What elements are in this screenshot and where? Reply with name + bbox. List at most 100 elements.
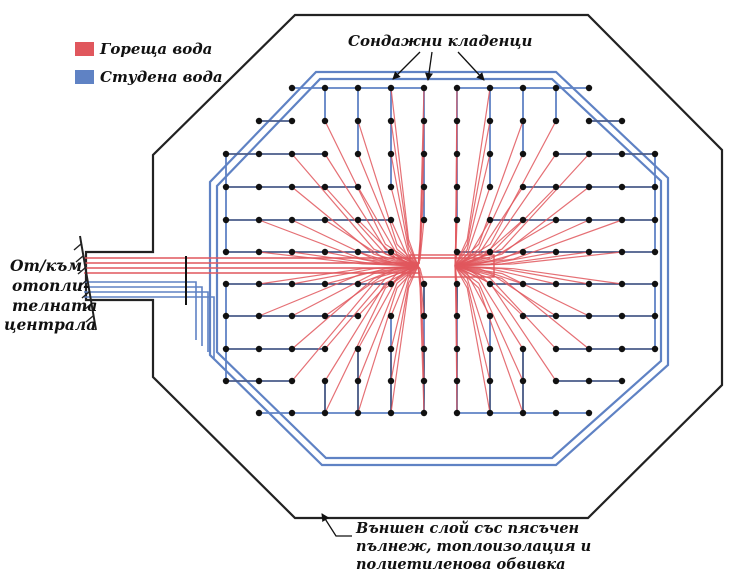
borehole-well xyxy=(420,216,428,224)
borehole-wells xyxy=(222,84,659,417)
hot-well-pipe xyxy=(357,120,419,267)
borehole-well xyxy=(222,216,230,224)
hot-well-pipe xyxy=(454,265,458,414)
borehole-well xyxy=(321,280,329,288)
borehole-well xyxy=(651,312,659,320)
borehole-well xyxy=(585,84,593,92)
borehole-well xyxy=(354,84,362,92)
hot-well-pipe xyxy=(454,265,491,382)
feed-pipe-bundle xyxy=(84,257,490,358)
hot-well-pipe xyxy=(454,87,491,267)
borehole-well xyxy=(288,409,296,417)
borehole-well xyxy=(288,117,296,125)
hot-well-pipe xyxy=(357,251,419,267)
borehole-well xyxy=(618,183,626,191)
borehole-well xyxy=(222,248,230,256)
borehole-well xyxy=(552,248,560,256)
hot-well-pipe xyxy=(454,265,590,350)
cold-feed-pipe xyxy=(84,291,209,352)
borehole-well xyxy=(552,280,560,288)
borehole-well xyxy=(387,117,395,125)
borehole-well xyxy=(387,84,395,92)
source-label-line-2: отопли- xyxy=(12,276,89,295)
borehole-well xyxy=(420,117,428,125)
hot-well-pipe xyxy=(454,219,491,267)
borehole-well xyxy=(519,409,527,417)
borehole-well xyxy=(618,117,626,125)
borehole-well xyxy=(519,377,527,385)
hot-well-pipe xyxy=(454,265,557,317)
borehole-well xyxy=(486,409,494,417)
borehole-well xyxy=(222,345,230,353)
source-label-line-4: централа xyxy=(4,315,96,334)
borehole-well xyxy=(453,84,461,92)
hot-well-pipe xyxy=(357,219,419,267)
borehole-well xyxy=(651,183,659,191)
hot-well-pipe xyxy=(454,251,458,267)
borehole-well xyxy=(486,248,494,256)
borehole-well xyxy=(321,183,329,191)
borehole-well xyxy=(552,377,560,385)
borehole-well xyxy=(288,150,296,158)
hot-well-pipe xyxy=(258,265,419,317)
borehole-well xyxy=(255,150,263,158)
borehole-well xyxy=(420,409,428,417)
borehole-well xyxy=(354,183,362,191)
borehole-well xyxy=(288,248,296,256)
borehole-well xyxy=(519,312,527,320)
borehole-well xyxy=(354,248,362,256)
wells-label: Сондажни кладенци xyxy=(348,32,532,50)
cold-ring-inner xyxy=(215,77,663,460)
borehole-well xyxy=(453,280,461,288)
borehole-well xyxy=(420,377,428,385)
borehole-well xyxy=(387,345,395,353)
outer-layer-label-line-2: пълнеж, топлоизолация и xyxy=(356,538,591,555)
source-hatch-line xyxy=(79,235,97,331)
borehole-well xyxy=(486,377,494,385)
hot-well-pipe xyxy=(454,265,524,382)
borehole-well xyxy=(585,409,593,417)
borehole-well xyxy=(486,150,494,158)
borehole-well xyxy=(651,345,659,353)
outer-layer-label-line-1: Външен слой със пясъчен xyxy=(355,520,579,537)
borehole-well xyxy=(585,345,593,353)
source-label-line-1: От/към xyxy=(10,256,82,275)
borehole-well xyxy=(420,183,428,191)
hot-well-pipe xyxy=(390,153,419,267)
borehole-well xyxy=(255,345,263,353)
borehole-well xyxy=(354,216,362,224)
borehole-well xyxy=(651,280,659,288)
borehole-well xyxy=(519,84,527,92)
borehole-well xyxy=(321,377,329,385)
borehole-well xyxy=(585,280,593,288)
borehole-well xyxy=(420,84,428,92)
borehole-well xyxy=(354,150,362,158)
borehole-well xyxy=(453,150,461,158)
borehole-well xyxy=(651,216,659,224)
hot-well-pipe xyxy=(390,219,419,267)
borehole-well xyxy=(288,84,296,92)
borehole-well xyxy=(552,345,560,353)
borehole-well xyxy=(354,409,362,417)
borehole-well xyxy=(387,216,395,224)
borehole-well xyxy=(618,377,626,385)
borehole-well xyxy=(321,150,329,158)
hot-well-pipe xyxy=(454,153,491,267)
hot-well-pipe xyxy=(454,265,590,317)
hot-well-pipe xyxy=(390,186,419,267)
borehole-well xyxy=(585,248,593,256)
hot-well-pipe xyxy=(390,87,419,267)
cold-feed-pipe xyxy=(84,286,203,346)
hot-well-pipe xyxy=(454,265,524,414)
borehole-well xyxy=(354,280,362,288)
hot-well-pipe xyxy=(291,186,419,267)
borehole-well xyxy=(321,117,329,125)
borehole-well xyxy=(453,117,461,125)
outer-layer-label-line-3: полиетиленова обвивка xyxy=(356,556,565,573)
legend-hot-swatch xyxy=(75,42,94,56)
hot-well-pipe xyxy=(417,265,425,414)
borehole-well xyxy=(321,409,329,417)
outer-layer-pointer xyxy=(321,513,352,537)
borehole-well xyxy=(585,150,593,158)
borehole-well xyxy=(486,216,494,224)
